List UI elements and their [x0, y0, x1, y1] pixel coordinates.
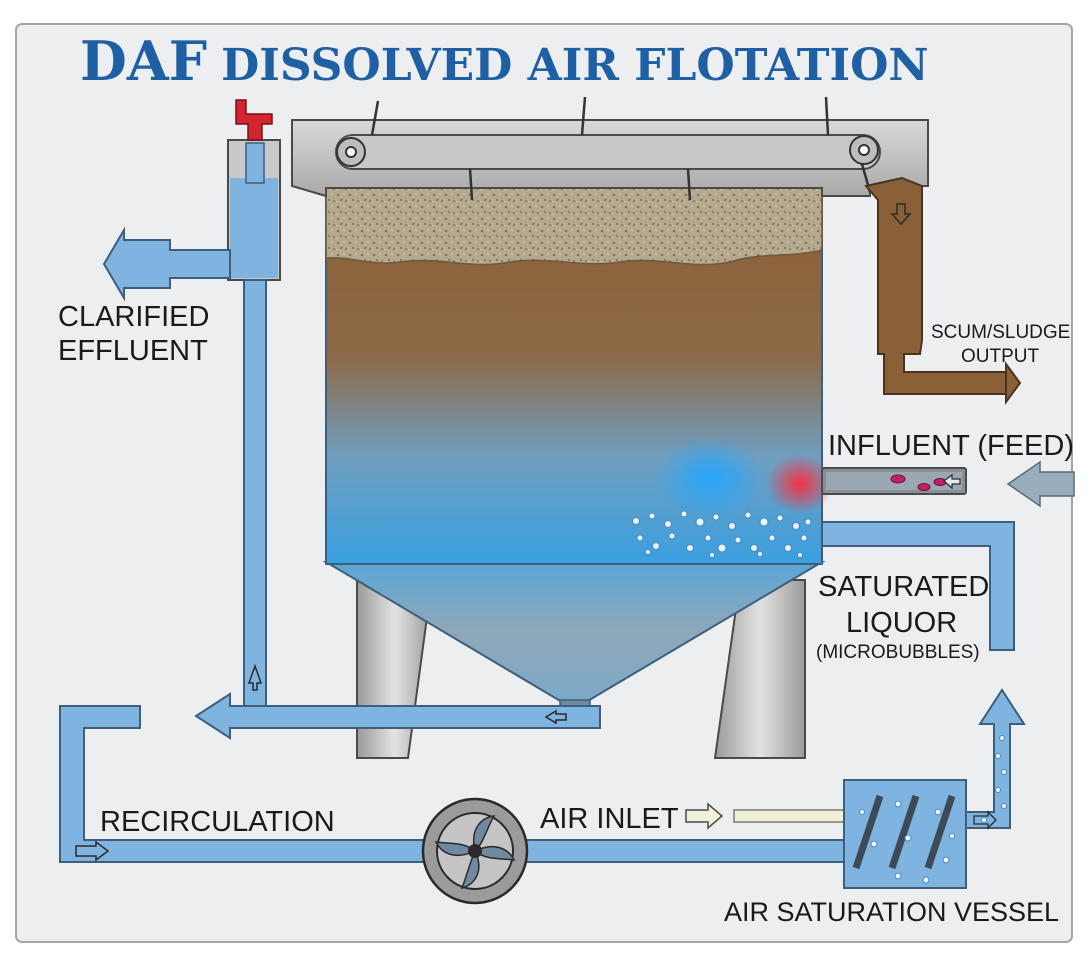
air-inlet-arrow-icon: [685, 802, 724, 830]
sludge-chute: [864, 176, 1007, 395]
influent-small-arrow-icon: [943, 473, 961, 490]
vessel-baffles: [852, 794, 956, 870]
left-arrow-icon: [544, 709, 567, 725]
clarified-effluent-label: CLARIFIED: [58, 301, 209, 333]
clarified-effluent-arrow: [102, 226, 231, 302]
recirculation-label: RECIRCULATION: [100, 806, 335, 838]
recirculation-pipe: [59, 705, 433, 863]
saturated-liquor-pipe: [821, 521, 1015, 651]
microbubbles: [632, 510, 812, 558]
influent-arrow: [1006, 460, 1075, 508]
riser-water: [230, 178, 278, 278]
microbubbles-label: (MICROBUBBLES): [816, 642, 980, 663]
air-inlet-pipe: [733, 809, 845, 823]
vessel-bubbles: [859, 800, 955, 884]
air-inlet-label: AIR INLET: [540, 803, 679, 835]
saturated-liquor-label: SATURATED: [818, 571, 989, 603]
clarified-effluent-label-2: EFFLUENT: [58, 335, 208, 367]
recirc-arrow-icon: [75, 840, 110, 862]
pump-impeller-icon: [434, 815, 516, 890]
red-valve: [235, 99, 273, 141]
blue-glow: [655, 436, 765, 520]
scum-layer: [325, 187, 823, 266]
bottom-pipe: [194, 692, 601, 740]
saturated-liquor-label-2: LIQUOR: [846, 607, 957, 639]
air-saturation-vessel-label: AIR SATURATION VESSEL: [724, 897, 1059, 927]
scum-sludge-label-2: OUTPUT: [961, 346, 1040, 367]
up-arrow-icon: [247, 663, 263, 691]
sludge-arrow: [1005, 360, 1022, 406]
return-pipe-vertical: [243, 279, 267, 711]
skimmer-conveyor: [335, 134, 881, 170]
scum-sludge-label: SCUM/SLUDGE: [931, 322, 1070, 343]
sludge-down-arrow-icon: [890, 203, 912, 226]
pump-outlet-pipe: [519, 839, 847, 863]
red-glow: [766, 454, 834, 514]
influent-label: INFLUENT (FEED): [828, 430, 1074, 462]
